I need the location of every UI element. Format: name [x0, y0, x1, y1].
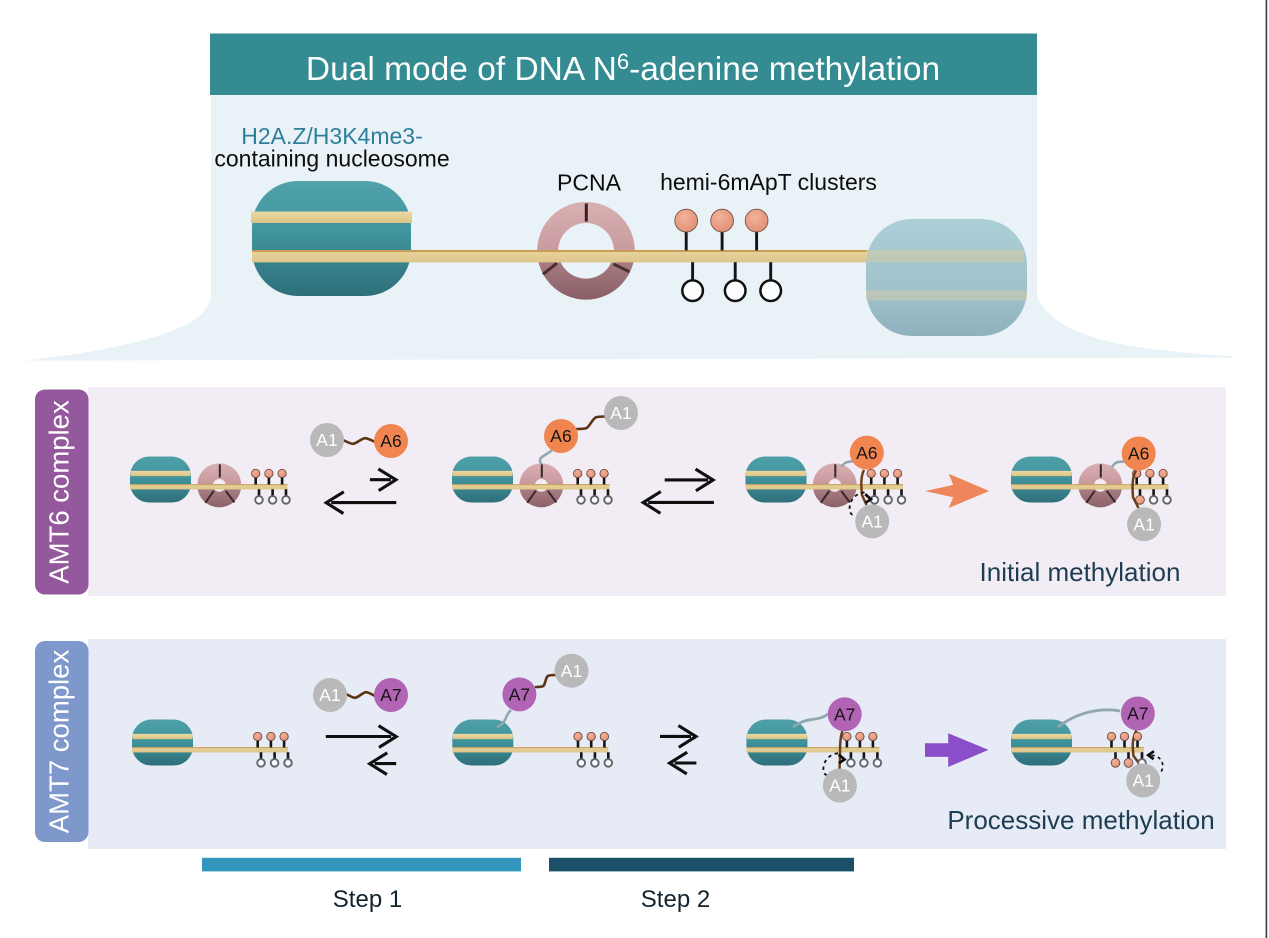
svg-text:hemi-6mApT clusters: hemi-6mApT clusters: [660, 169, 877, 195]
svg-text:A1: A1: [1132, 771, 1153, 791]
svg-text:Dual mode of DNA N6-adenine me: Dual mode of DNA N6-adenine methylation: [306, 49, 940, 88]
svg-text:A7: A7: [1127, 704, 1148, 724]
svg-text:containing nucleosome: containing nucleosome: [214, 146, 449, 172]
svg-text:A6: A6: [856, 443, 877, 463]
svg-text:A7: A7: [380, 685, 401, 705]
svg-text:A1: A1: [561, 661, 582, 681]
svg-text:PCNA: PCNA: [557, 170, 622, 196]
svg-text:A1: A1: [829, 776, 850, 796]
svg-text:A1: A1: [861, 512, 882, 532]
svg-text:Step 1: Step 1: [333, 886, 402, 913]
svg-text:A1: A1: [610, 403, 631, 423]
svg-text:A7: A7: [834, 705, 855, 725]
svg-text:Processive methylation: Processive methylation: [947, 805, 1214, 835]
svg-text:A1: A1: [1133, 514, 1154, 534]
svg-text:Step 2: Step 2: [641, 886, 710, 913]
svg-text:A1: A1: [316, 430, 337, 450]
svg-text:A6: A6: [380, 431, 401, 451]
svg-text:A1: A1: [319, 685, 340, 705]
svg-text:A6: A6: [550, 426, 571, 446]
svg-text:A7: A7: [509, 685, 530, 705]
svg-text:H2A.Z/H3K4me3-: H2A.Z/H3K4me3-: [241, 123, 423, 149]
svg-text:AMT7 complex: AMT7 complex: [44, 650, 75, 834]
svg-text:AMT6 complex: AMT6 complex: [44, 400, 75, 584]
svg-text:Initial methylation: Initial methylation: [980, 557, 1181, 587]
svg-text:A6: A6: [1128, 444, 1149, 464]
